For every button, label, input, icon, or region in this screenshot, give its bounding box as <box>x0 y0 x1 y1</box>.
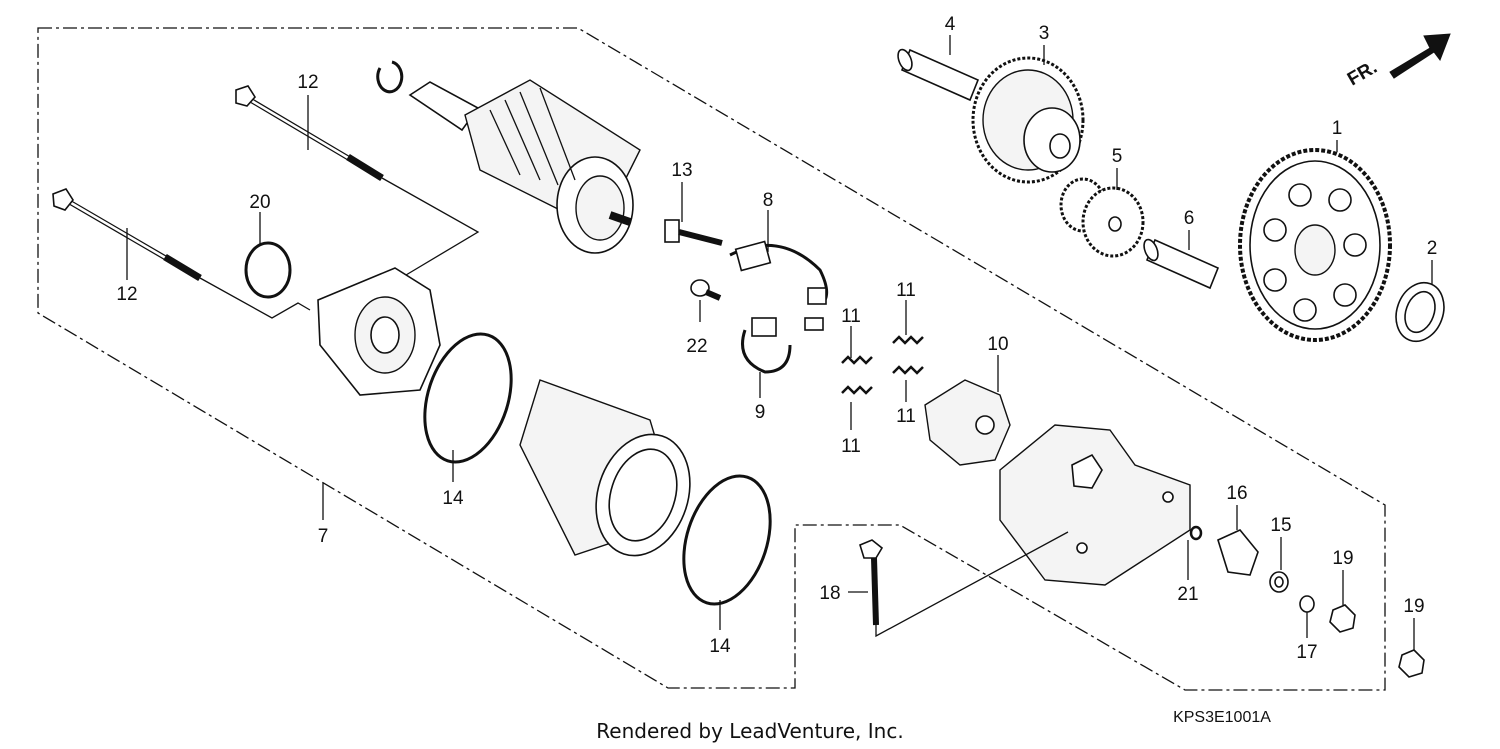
o-ring-small[interactable] <box>244 241 292 299</box>
washer-15[interactable] <box>1269 571 1289 593</box>
spring-c[interactable] <box>892 335 924 345</box>
leader-bolt-18 <box>875 531 1069 638</box>
callout-label: 4 <box>945 14 956 35</box>
o-ring-front[interactable] <box>410 323 527 473</box>
pin-4[interactable] <box>895 48 980 102</box>
gear-1[interactable] <box>1238 148 1392 342</box>
callout-leaders <box>126 35 1433 650</box>
motor-yoke[interactable] <box>519 379 705 568</box>
washer-17[interactable] <box>1299 595 1315 613</box>
callout-label: 14 <box>442 488 464 509</box>
callout-label: 11 <box>896 280 916 301</box>
brush-holder-upper[interactable] <box>729 240 829 305</box>
pin-6[interactable] <box>1141 238 1220 290</box>
callout-label: 11 <box>841 436 861 457</box>
spring-a[interactable] <box>841 355 873 365</box>
callout-label: 14 <box>709 636 731 657</box>
leader-bolt-lower <box>199 277 311 319</box>
spring-b[interactable] <box>841 385 873 395</box>
arrow-icon <box>1389 33 1451 79</box>
callout-label: 19 <box>1403 596 1424 617</box>
callout-label: 8 <box>763 190 774 211</box>
front-direction-label: FR. <box>1344 57 1381 90</box>
terminal-bolt[interactable] <box>664 219 723 246</box>
callout-label: 22 <box>686 336 707 357</box>
callout-label: 19 <box>1332 548 1353 569</box>
nut-19-a[interactable] <box>1329 604 1356 633</box>
callout-label: 10 <box>987 334 1008 355</box>
callout-label: 17 <box>1296 642 1317 663</box>
screw-small[interactable] <box>690 279 722 301</box>
callout-label: 11 <box>896 406 916 427</box>
callout-label: 15 <box>1270 515 1291 536</box>
bolt-18[interactable] <box>859 539 884 626</box>
footer-credit: Rendered by LeadVenture, Inc. <box>596 719 903 743</box>
drawing-code: KPS3E1001A <box>1173 709 1271 726</box>
callout-label: 12 <box>116 284 137 305</box>
bolt-lower[interactable] <box>52 188 202 282</box>
callout-label: 2 <box>1427 238 1438 259</box>
callout-label: 11 <box>841 306 861 327</box>
o-ring-rear[interactable] <box>669 465 786 615</box>
callout-label: 9 <box>755 402 766 423</box>
nut-19-b[interactable] <box>1398 649 1425 678</box>
callout-label: 20 <box>249 192 270 213</box>
callout-label: 3 <box>1039 23 1050 44</box>
callout-label: 12 <box>297 72 318 93</box>
gear-5[interactable] <box>1059 177 1145 258</box>
front-cover[interactable] <box>317 267 441 396</box>
callout-label: 21 <box>1177 584 1198 605</box>
bolt-upper[interactable] <box>235 85 384 181</box>
circlip[interactable] <box>376 60 404 94</box>
washer-21[interactable] <box>1189 525 1203 541</box>
gear-3[interactable] <box>971 56 1085 184</box>
brush-holder-lower[interactable] <box>741 317 824 374</box>
armature[interactable] <box>408 79 641 254</box>
brush-plate[interactable] <box>924 379 1011 466</box>
callout-label: 7 <box>318 526 329 547</box>
spring-d[interactable] <box>892 365 924 375</box>
callout-label: 5 <box>1112 146 1123 167</box>
callout-label: 18 <box>819 583 840 604</box>
washer-2[interactable] <box>1388 276 1452 348</box>
callout-label: 6 <box>1184 208 1195 229</box>
rear-cover[interactable] <box>999 424 1191 586</box>
leader-bolt-upper <box>381 177 480 276</box>
callout-label: 1 <box>1332 118 1343 139</box>
callout-label: 16 <box>1226 483 1247 504</box>
front-direction-indicator: FR. <box>1344 33 1451 90</box>
callout-label: 13 <box>671 160 692 181</box>
insulator-16[interactable] <box>1217 529 1259 576</box>
assembly-boundary <box>37 27 1386 691</box>
